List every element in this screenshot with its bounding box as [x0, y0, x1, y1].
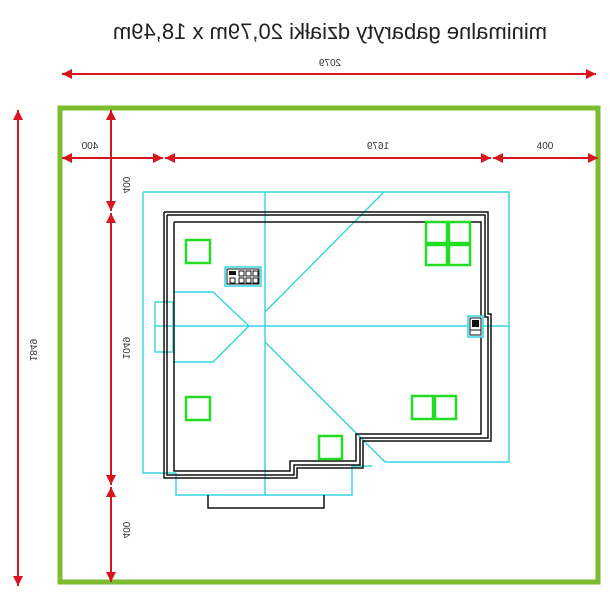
boiler-icon — [467, 315, 484, 338]
window — [424, 220, 449, 245]
label-total-width: 2079 — [318, 58, 341, 69]
label-house-width: 1679 — [366, 141, 389, 152]
label-left-setback: 400 — [81, 141, 98, 152]
label-right-setback: 400 — [537, 141, 554, 152]
window — [184, 395, 212, 422]
window — [433, 394, 458, 421]
window — [184, 238, 212, 265]
window — [447, 243, 472, 267]
stove-icon — [224, 266, 262, 287]
window — [410, 394, 435, 421]
windows — [184, 220, 472, 461]
dimension-lines — [13, 69, 598, 586]
window — [447, 220, 472, 245]
drawing-title: minimalne gabaryty działki 20,79m x 18,4… — [113, 19, 547, 44]
label-bottom-setback: 400 — [120, 521, 131, 538]
roof-outline — [142, 191, 510, 496]
window — [424, 243, 449, 267]
label-house-height: 1049 — [120, 336, 131, 359]
house-walls — [163, 211, 492, 509]
window — [317, 434, 344, 461]
label-top-setback: 400 — [120, 176, 131, 193]
plot-boundary — [57, 105, 601, 585]
label-total-height: 1849 — [27, 338, 38, 361]
